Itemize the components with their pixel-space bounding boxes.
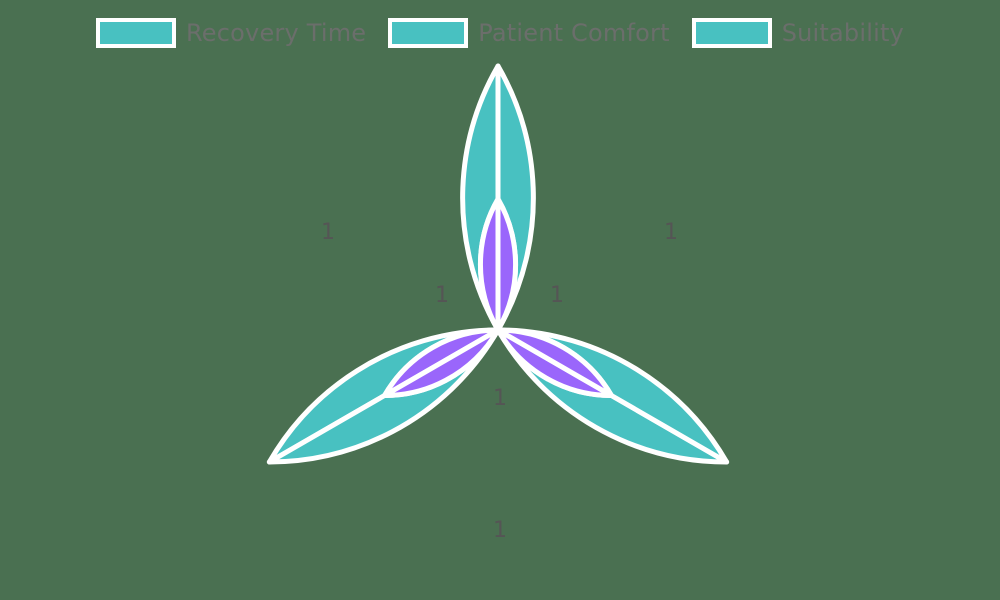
legend-swatch-icon: [691, 18, 772, 48]
chart-legend: Recovery Time Patient Comfort Suitabilit…: [0, 0, 1000, 62]
slice-label-inner-recovery-time: 1: [435, 283, 449, 308]
legend-item-recovery-time[interactable]: Recovery Time: [96, 18, 366, 48]
legend-swatch-icon: [96, 18, 176, 48]
slice-inner-recovery-time[interactable]: [382, 196, 519, 398]
legend-label: Recovery Time: [186, 19, 367, 47]
inner-ring-group: [382, 196, 614, 398]
slice-label-inner-suitability: 1: [493, 386, 507, 411]
legend-item-suitability[interactable]: Suitability: [691, 18, 904, 48]
slice-label-inner-patient-comfort: 1: [550, 283, 564, 308]
legend-label: Patient Comfort: [478, 19, 670, 47]
slice-label-outer-patient-comfort: 1: [664, 220, 678, 245]
slice-label-outer-suitability: 1: [493, 518, 507, 543]
legend-label: Suitability: [781, 19, 904, 47]
legend-item-patient-comfort[interactable]: Patient Comfort: [388, 18, 669, 48]
slice-label-outer-recovery-time: 1: [321, 220, 335, 245]
legend-swatch-icon: [388, 18, 469, 48]
